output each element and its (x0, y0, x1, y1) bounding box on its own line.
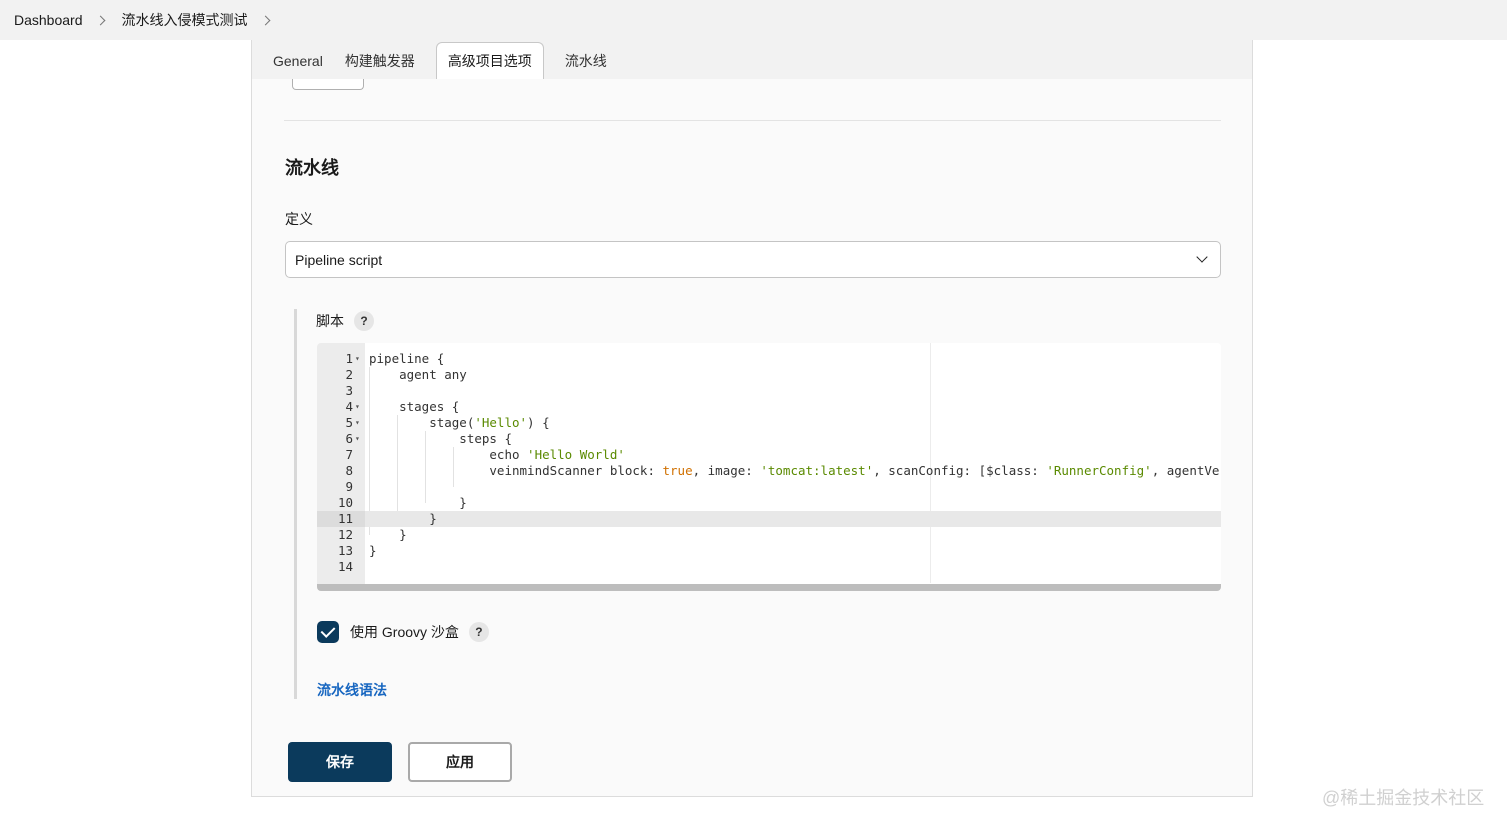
chevron-down-icon (1196, 251, 1208, 263)
code-text: agent any (369, 367, 467, 382)
apply-button[interactable]: 应用 (408, 742, 512, 782)
fold-arrow-icon[interactable]: ▾ (355, 402, 360, 411)
code-line[interactable]: 8 veinmindScanner block: true, image: 't… (317, 463, 1221, 479)
code-text: stages { (369, 399, 460, 414)
definition-select-value: Pipeline script (295, 251, 383, 268)
code-line[interactable]: 5▾ stage('Hello') { (317, 415, 1221, 431)
indent-bar (294, 309, 297, 699)
code-line[interactable]: 2 agent any (317, 367, 1221, 383)
code-line[interactable]: 11 } (317, 511, 1221, 527)
line-number: 7 (345, 447, 353, 462)
breadcrumb: Dashboard 流水线入侵模式测试 (0, 0, 1507, 40)
code-line[interactable]: 14 (317, 559, 1221, 575)
code-line[interactable]: 7 echo 'Hello World' (317, 447, 1221, 463)
pipeline-syntax-link[interactable]: 流水线语法 (317, 682, 387, 698)
line-number: 2 (345, 367, 353, 382)
line-number: 3 (345, 383, 353, 398)
code-text: } (369, 543, 377, 558)
code-line[interactable]: 9 (317, 479, 1221, 495)
line-number: 1 (345, 351, 353, 366)
breadcrumb-job[interactable]: 流水线入侵模式测试 (121, 12, 248, 28)
tab-build-triggers[interactable]: 构建触发器 (344, 53, 415, 69)
indent-guide (425, 431, 426, 503)
code-line[interactable]: 12 } (317, 527, 1221, 543)
definition-select[interactable]: Pipeline script (285, 241, 1221, 278)
editor-gutter (317, 343, 365, 591)
code-text: } (369, 527, 407, 542)
fold-arrow-icon[interactable]: ▾ (355, 418, 360, 427)
script-label: 脚本 (316, 313, 344, 329)
code-text: echo 'Hello World' (369, 447, 625, 462)
code-text: pipeline { (369, 351, 445, 366)
sandbox-row: 使用 Groovy 沙盒 ? (317, 621, 489, 643)
indent-guide (453, 447, 454, 487)
code-text: veinmindScanner block: true, image: 'tom… (369, 463, 1221, 478)
line-number: 9 (345, 479, 353, 494)
watermark: @稀土掘金技术社区 (1322, 788, 1485, 808)
fold-arrow-icon[interactable]: ▾ (355, 434, 360, 443)
code-text: stage('Hello') { (369, 415, 550, 430)
groovy-sandbox-checkbox[interactable] (317, 621, 339, 643)
indent-guide (369, 367, 370, 535)
line-number: 12 (337, 527, 353, 542)
save-button[interactable]: 保存 (288, 742, 392, 782)
code-text: } (369, 511, 437, 526)
horizontal-scrollbar[interactable] (317, 584, 1221, 591)
line-number: 11 (317, 511, 365, 527)
config-tabs: General 构建触发器 高级项目选项 流水线 (252, 40, 1252, 79)
tab-general[interactable]: General (273, 53, 323, 69)
line-number: 14 (337, 559, 353, 574)
help-icon[interactable]: ? (354, 311, 374, 331)
advanced-button-partial[interactable] (292, 79, 364, 90)
tab-advanced-options[interactable]: 高级项目选项 (435, 42, 544, 79)
indent-guide (397, 415, 398, 519)
line-number: 10 (337, 495, 353, 510)
section-divider (284, 120, 1221, 121)
line-number: 8 (345, 463, 353, 478)
chevron-right-icon[interactable] (260, 15, 270, 25)
definition-label: 定义 (285, 211, 313, 227)
script-label-row: 脚本 ? (316, 311, 374, 331)
code-line[interactable]: 4▾ stages { (317, 399, 1221, 415)
code-line[interactable]: 1▾ pipeline { (317, 351, 1221, 367)
line-number: 4 (345, 399, 353, 414)
print-margin (930, 343, 931, 583)
fold-arrow-icon[interactable]: ▾ (355, 354, 360, 363)
code-line[interactable]: 3 (317, 383, 1221, 399)
groovy-sandbox-label[interactable]: 使用 Groovy 沙盒 (350, 624, 459, 640)
help-icon[interactable]: ? (468, 622, 489, 642)
config-panel: General 构建触发器 高级项目选项 流水线 流水线 定义 Pipeline… (251, 40, 1253, 797)
line-number: 5 (345, 415, 353, 430)
line-number: 6 (345, 431, 353, 446)
code-line[interactable]: 6▾ steps { (317, 431, 1221, 447)
line-number: 13 (337, 543, 353, 558)
section-title: 流水线 (285, 158, 339, 178)
chevron-right-icon[interactable] (95, 15, 105, 25)
code-text: steps { (369, 431, 512, 446)
code-text: } (369, 495, 467, 510)
tab-pipeline[interactable]: 流水线 (564, 53, 607, 69)
code-line[interactable]: 10 } (317, 495, 1221, 511)
breadcrumb-dashboard[interactable]: Dashboard (14, 12, 83, 28)
code-line[interactable]: 13} (317, 543, 1221, 559)
